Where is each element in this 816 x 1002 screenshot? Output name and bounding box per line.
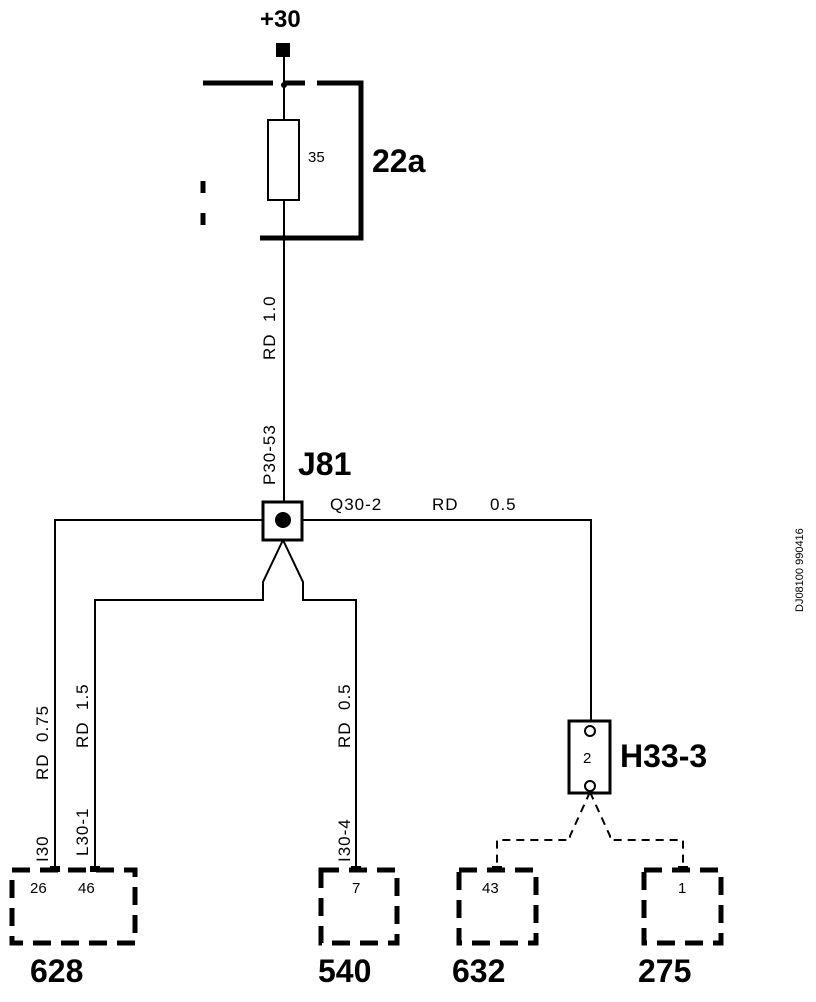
c275-label: 275 (638, 953, 691, 989)
connector-632: 43 632 (452, 866, 539, 989)
fuse-22a: 35 22a (200, 80, 426, 241)
c628-pin-2: 46 (78, 880, 95, 897)
left2-wire-id: L30-1 (73, 808, 92, 856)
main-wire-color: RD (260, 333, 279, 360)
h33-pin: 2 (583, 750, 591, 767)
left2-wire-color: RD (73, 721, 92, 748)
fuse-component-label: 22a (372, 143, 426, 179)
mid-wire-id: I30-4 (335, 818, 354, 862)
q30-wire-color: RD (432, 495, 459, 514)
connector-275: 1 275 (638, 866, 724, 989)
c540-label: 540 (318, 953, 371, 989)
c632-pin-1: 43 (482, 880, 499, 897)
mid-wire-gauge: 0.5 (335, 683, 354, 710)
c632-label: 632 (452, 953, 505, 989)
main-wire-id: P30-53 (260, 424, 279, 485)
left2-wire-gauge: 1.5 (73, 683, 92, 710)
splice-label: J81 (298, 446, 351, 482)
q30-wire-id: Q30-2 (330, 495, 382, 514)
fuse-element (267, 119, 300, 201)
connector-628: 26 46 628 (9, 866, 138, 989)
connector-h33-3: 2 H33-3 (567, 719, 707, 795)
c275-pin-1: 1 (678, 880, 686, 897)
fuse-rating: 35 (308, 149, 325, 166)
c628-pin-1: 26 (30, 880, 47, 897)
c628-label: 628 (30, 953, 83, 989)
left1-wire-color: RD (33, 753, 52, 780)
left1-wire-id: I30 (33, 835, 52, 862)
supply-label: +30 (260, 6, 301, 33)
connector-540: 7 540 (318, 866, 400, 989)
q30-wire-gauge: 0.5 (490, 495, 517, 514)
main-wire-gauge: 1.0 (260, 295, 279, 322)
mid-wire-color: RD (335, 721, 354, 748)
document-id: DJ08100 990416 (794, 528, 806, 612)
h33-label: H33-3 (620, 738, 707, 774)
supply-terminal (276, 43, 290, 57)
splice-j81: J81 (261, 446, 351, 542)
left1-wire-gauge: 0.75 (33, 705, 52, 742)
c540-pin-1: 7 (352, 880, 360, 897)
